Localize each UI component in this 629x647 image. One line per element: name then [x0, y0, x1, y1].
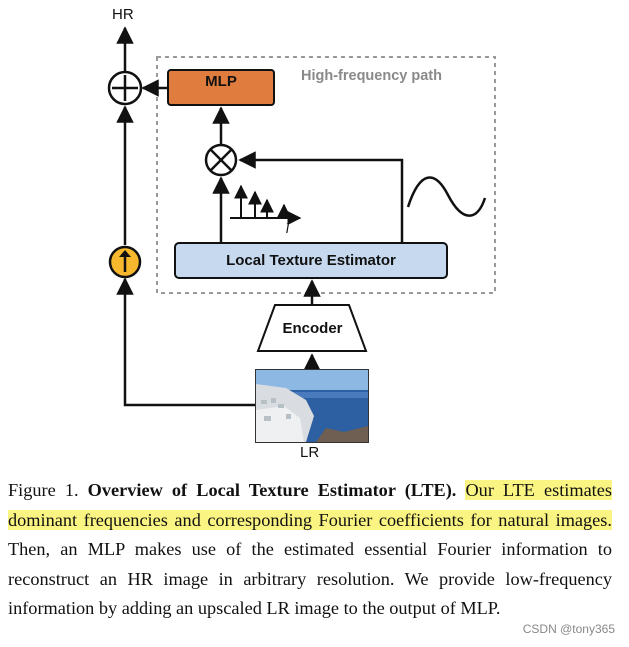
lr-label: LR	[300, 444, 320, 461]
hr-label: HR	[112, 6, 134, 23]
watermark: CSDN @tony365	[522, 622, 615, 636]
local-texture-estimator-block	[174, 242, 448, 279]
sine-wave-icon	[406, 176, 487, 217]
multiply-circle-icon	[204, 143, 238, 177]
high-frequency-path-region	[156, 56, 496, 294]
lte-sinusoid-path	[238, 151, 404, 243]
figure-caption: Figure 1. Overview of Local Texture Esti…	[8, 476, 612, 624]
local-texture-estimator-label: Local Texture Estimator	[226, 252, 396, 269]
diagram-canvas	[107, 26, 496, 407]
figure-prefix: Figure 1.	[8, 480, 88, 500]
plus-circle-icon	[107, 70, 143, 106]
frequency-symbol: f	[286, 218, 291, 234]
encoder-label: Encoder	[282, 320, 343, 337]
lte-overview-diagram: HR LR High-frequency path MLP Local Text…	[107, 6, 496, 461]
mlp-label: MLP	[205, 73, 237, 90]
caption-title: Overview of Local Texture Estimator (LTE…	[87, 480, 457, 500]
encoder-block	[256, 304, 368, 352]
caption-body-text: Then, an MLP makes use of the esti­mated…	[8, 539, 612, 619]
high-frequency-path-label: High-frequency path	[301, 68, 442, 84]
frequency-spectrum-icon	[230, 184, 302, 225]
skip-path	[116, 277, 255, 407]
upsample-arrow-icon	[108, 245, 142, 279]
lr-image	[255, 369, 369, 443]
